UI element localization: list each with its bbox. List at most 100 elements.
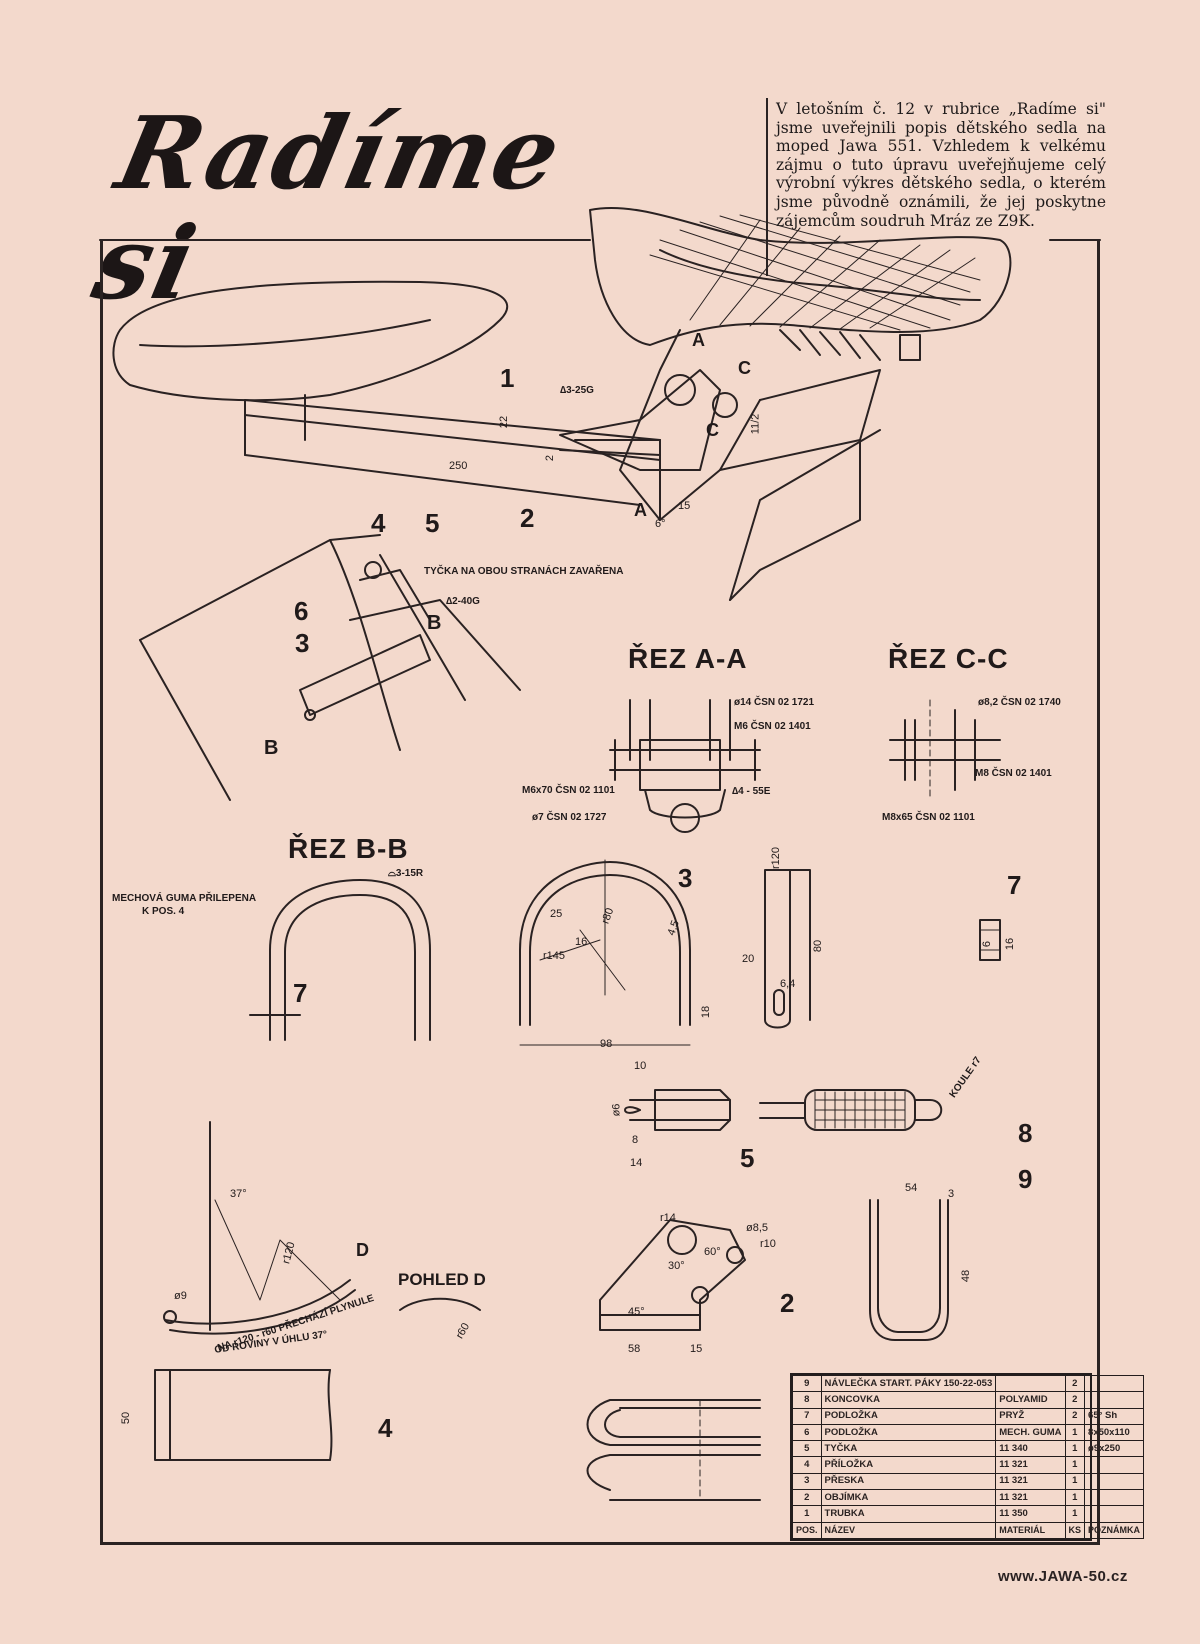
- mark-b-bottom: B: [264, 737, 279, 759]
- parts-cell: KONCOVKA: [820, 1391, 997, 1409]
- dim-80: 80: [812, 939, 825, 953]
- dim-20: 20: [742, 953, 755, 965]
- position-3b: 3: [678, 863, 693, 893]
- std-6: ø8,2 ČSN 02 1740: [978, 697, 1061, 708]
- dim-112: 11/2: [749, 413, 762, 435]
- dim-r14: r14: [660, 1212, 676, 1224]
- dim-r120: r120: [770, 846, 783, 870]
- position-5: 5: [425, 508, 440, 538]
- parts-cell: [1084, 1391, 1145, 1409]
- dim-3: 3: [948, 1188, 955, 1200]
- parts-cell: OBJÍMKA: [820, 1489, 997, 1507]
- dim-45deg: 45°: [628, 1306, 645, 1318]
- parts-cell: [1084, 1505, 1145, 1523]
- note-rubber: MECHOVÁ GUMA PŘILEPENA: [112, 893, 257, 904]
- parts-cell: NÁVLEČKA START. PÁKY 150-22-053: [820, 1374, 997, 1393]
- dim-50: 50: [120, 1411, 133, 1425]
- position-7b: 7: [1007, 870, 1022, 900]
- parts-cell: PRYŽ: [995, 1407, 1066, 1425]
- parts-header-cell: NÁZEV: [820, 1521, 997, 1540]
- parts-cell: TYČKA: [820, 1440, 997, 1458]
- dim-98: 98: [600, 1038, 613, 1050]
- site-watermark: www.JAWA-50.cz: [998, 1568, 1128, 1585]
- parts-cell: 65° Sh: [1084, 1407, 1145, 1425]
- parts-cell: 1: [1064, 1505, 1086, 1523]
- parts-cell: MECH. GUMA: [995, 1423, 1066, 1442]
- dim-30deg: 30°: [668, 1260, 685, 1272]
- parts-cell: [1084, 1456, 1145, 1474]
- parts-cell: 2: [1064, 1391, 1086, 1409]
- parts-cell: 11 340: [995, 1440, 1066, 1458]
- parts-cell: 8x50x110: [1084, 1423, 1145, 1442]
- parts-cell: PODLOŽKA: [820, 1407, 997, 1425]
- note-rubber-pos: K POS. 4: [142, 906, 185, 917]
- std-4: ø7 ČSN 02 1727: [532, 812, 607, 823]
- dim-2: 2: [544, 454, 557, 462]
- mark-c: C: [706, 420, 719, 440]
- dim-10: 10: [634, 1060, 647, 1072]
- dim-58: 58: [628, 1343, 641, 1355]
- dim-15: 15: [678, 500, 691, 512]
- parts-header-cell: POS.: [792, 1521, 822, 1540]
- parts-cell: 11 350: [995, 1505, 1066, 1523]
- dim-15b: 15: [690, 1343, 703, 1355]
- position-2b: 2: [780, 1288, 795, 1318]
- position-1: 1: [500, 363, 515, 393]
- position-6: 6: [294, 596, 309, 626]
- dim-18: 18: [700, 1005, 713, 1019]
- section-title-c-c: ŘEZ C-C: [888, 643, 1009, 674]
- std-5: ∆4 - 55E: [732, 786, 771, 797]
- dim-54: 54: [905, 1182, 918, 1194]
- std-1: ø14 ČSN 02 1721: [734, 697, 815, 708]
- dim-60deg: 60°: [704, 1246, 721, 1258]
- section-title-b-b: ŘEZ B-B: [288, 833, 409, 864]
- position-5b: 5: [740, 1143, 755, 1173]
- dim-250: 250: [449, 460, 468, 472]
- parts-cell: [995, 1374, 1066, 1393]
- intro-paragraph: V letošním č. 12 v rubrice „Radíme si" j…: [776, 100, 1106, 230]
- position-9: 9: [1018, 1164, 1033, 1194]
- dim-8: 8: [632, 1134, 639, 1146]
- position-7: 7: [293, 978, 308, 1008]
- position-8: 8: [1018, 1118, 1033, 1148]
- parts-cell: 11 321: [995, 1456, 1066, 1474]
- parts-cell: 5: [792, 1440, 822, 1458]
- dim-r145: r145: [543, 950, 566, 962]
- std-8: M8x65 ČSN 02 1101: [882, 812, 975, 823]
- std-3: M6x70 ČSN 02 1101: [522, 785, 615, 796]
- dim-48: 48: [960, 1269, 973, 1283]
- seat-outline-right: [589, 206, 1012, 346]
- mark-a: A: [634, 500, 647, 520]
- parts-cell: 8: [792, 1391, 822, 1409]
- intro-divider: [766, 98, 768, 276]
- parts-cell: 1: [1064, 1489, 1086, 1507]
- dim-r10: r10: [760, 1238, 776, 1250]
- view-title-d: POHLED D: [398, 1270, 486, 1289]
- parts-cell: 6: [792, 1423, 822, 1442]
- weld-mark-3: ⌓3-15R: [388, 868, 424, 879]
- section-title-a-a: ŘEZ A-A: [628, 643, 748, 674]
- parts-cell: TRUBKA: [820, 1505, 997, 1523]
- dim-phi6: ø6: [610, 1103, 623, 1117]
- parts-cell: 2: [1064, 1374, 1086, 1393]
- parts-cell: [1084, 1374, 1145, 1393]
- weld-mark-1: ∆3-25G: [560, 385, 594, 396]
- position-4b: 4: [378, 1413, 393, 1443]
- dim-phi8-5: ø8,5: [746, 1222, 769, 1234]
- seat-outline-left: [112, 280, 509, 402]
- dim-6: 6: [981, 940, 994, 948]
- parts-cell: 11 321: [995, 1489, 1066, 1507]
- parts-cell: 3: [792, 1472, 822, 1491]
- dim-22: 22: [498, 415, 511, 429]
- parts-cell: 2: [1064, 1407, 1086, 1425]
- drawing-frame: [100, 240, 1100, 1545]
- dim-37: 37°: [230, 1188, 247, 1200]
